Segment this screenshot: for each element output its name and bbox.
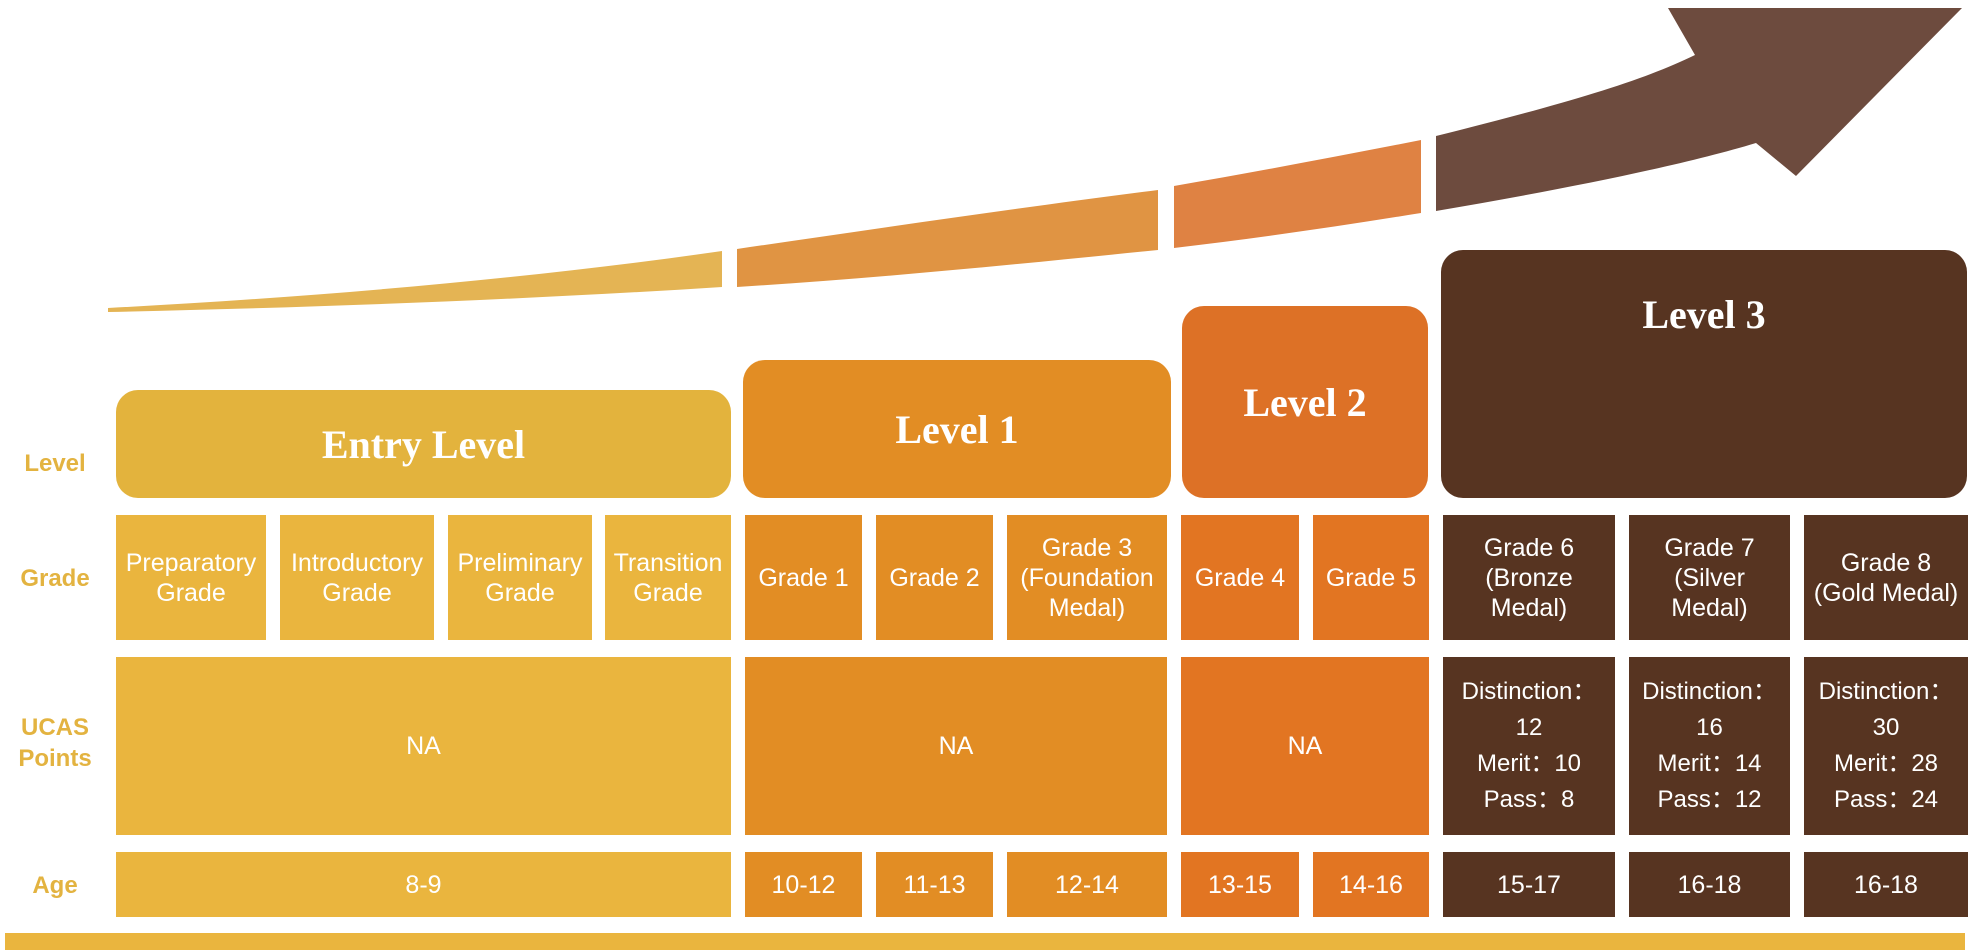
arrow-segment-level3-head xyxy=(1436,8,1962,211)
row-label-grade: Grade xyxy=(20,565,90,592)
merit-text: Merit：28 xyxy=(1833,750,1939,777)
arrow-segment-level2 xyxy=(1174,140,1421,248)
grade-cell-preliminary: Preliminary Grade xyxy=(448,515,592,640)
level-box-entry: Entry Level xyxy=(116,390,731,498)
distinction-label: Distinction： xyxy=(1642,678,1777,705)
age-text: 12-14 xyxy=(1055,870,1119,899)
grade-text: Grade 4 xyxy=(1194,563,1286,592)
grade-cell-grade7: Grade 7 (Silver Medal) xyxy=(1629,515,1790,640)
age-cell-grade4: 13-15 xyxy=(1181,852,1299,917)
age-cell-entry: 8-9 xyxy=(116,852,731,917)
age-text: 16-18 xyxy=(1677,870,1742,899)
merit-text: Merit：10 xyxy=(1476,750,1582,777)
arrow-segment-entry xyxy=(108,251,722,312)
ucas-cell-grade7: Distinction： 16 Merit：14 Pass：12 xyxy=(1629,657,1790,835)
level-label: Entry Level xyxy=(321,421,526,467)
age-cell-grade2: 11-13 xyxy=(876,852,993,917)
age-cell-grade6: 15-17 xyxy=(1443,852,1615,917)
age-cell-grade5: 14-16 xyxy=(1313,852,1429,917)
age-text: 10-12 xyxy=(771,870,836,899)
grade-cell-grade6: Grade 6 (Bronze Medal) xyxy=(1443,515,1615,640)
ucas-text: NA xyxy=(938,732,974,760)
ucas-cell-level2: NA xyxy=(1181,657,1429,835)
grade-cell-transition: Transition Grade xyxy=(605,515,731,640)
grade-cell-grade5: Grade 5 xyxy=(1313,515,1429,640)
row-label-level: Level xyxy=(24,450,86,477)
age-text: 13-15 xyxy=(1208,870,1272,899)
level-box-level1: Level 1 xyxy=(743,360,1171,498)
distinction-value: 30 xyxy=(1872,714,1900,741)
pass-text: Pass：12 xyxy=(1657,786,1762,813)
age-cell-grade7: 16-18 xyxy=(1629,852,1790,917)
row-label-age: Age xyxy=(32,872,78,899)
grade-cell-introductory: Introductory Grade xyxy=(280,515,434,640)
age-cell-grade3: 12-14 xyxy=(1007,852,1167,917)
ucas-cell-grade6: Distinction： 12 Merit：10 Pass：8 xyxy=(1443,657,1615,835)
grade-cell-grade8: Grade 8 (Gold Medal) xyxy=(1804,515,1968,640)
grade-text: Grade 5 xyxy=(1325,563,1417,592)
age-text: 8-9 xyxy=(405,870,442,899)
age-cell-grade1: 10-12 xyxy=(745,852,862,917)
grade-cell-grade4: Grade 4 xyxy=(1181,515,1299,640)
grade-cell-preparatory: Preparatory Grade xyxy=(116,515,266,640)
grade-cell-grade3: Grade 3 (Foundation Medal) xyxy=(1007,515,1167,640)
arrow-segment-level1 xyxy=(737,190,1158,287)
grade-text: Grade 7 (Silver Medal) xyxy=(1664,533,1755,622)
row-label-ucas-points: UCAS Points xyxy=(18,714,92,773)
ucas-cell-level1: NA xyxy=(745,657,1167,835)
ucas-cell-grade8: Distinction： 30 Merit：28 Pass：24 xyxy=(1804,657,1968,835)
ucas-cell-entry: NA xyxy=(116,657,731,835)
age-text: 16-18 xyxy=(1854,870,1918,899)
level-label: Level 3 xyxy=(1642,291,1766,337)
pass-text: Pass：24 xyxy=(1833,786,1939,813)
merit-text: Merit：14 xyxy=(1657,750,1762,777)
grade-text: Grade 1 xyxy=(758,563,849,592)
ucas-text: NA xyxy=(1287,732,1323,760)
grade-text: Grade 6 (Bronze Medal) xyxy=(1483,533,1575,622)
grade-text: Grade 2 xyxy=(889,563,980,592)
age-cell-grade8: 16-18 xyxy=(1804,852,1968,917)
grade-text: Preliminary Grade xyxy=(457,548,583,607)
grade-text: Transition Grade xyxy=(613,548,723,607)
level-box-level3: Level 3 xyxy=(1441,250,1967,498)
ucas-text: NA xyxy=(406,732,441,760)
grade-text: Grade 3 (Foundation Medal) xyxy=(1020,533,1154,622)
age-text: 14-16 xyxy=(1339,870,1403,899)
distinction-label: Distinction： xyxy=(1461,678,1597,705)
level-box-level2: Level 2 xyxy=(1182,306,1428,498)
grade-text: Introductory Grade xyxy=(290,548,423,607)
grade-text: Grade 8 (Gold Medal) xyxy=(1813,548,1959,607)
age-text: 15-17 xyxy=(1497,870,1561,899)
grade-cell-grade2: Grade 2 xyxy=(876,515,993,640)
grade-text: Preparatory Grade xyxy=(125,548,257,607)
bottom-divider-bar xyxy=(5,933,1965,950)
level-label: Level 2 xyxy=(1243,379,1367,425)
grade-cell-grade1: Grade 1 xyxy=(745,515,862,640)
age-text: 11-13 xyxy=(903,870,966,899)
distinction-value: 12 xyxy=(1515,714,1543,741)
level-label: Level 1 xyxy=(895,406,1019,452)
distinction-label: Distinction： xyxy=(1818,678,1954,705)
distinction-value: 16 xyxy=(1696,714,1723,741)
pass-text: Pass：8 xyxy=(1483,786,1575,813)
